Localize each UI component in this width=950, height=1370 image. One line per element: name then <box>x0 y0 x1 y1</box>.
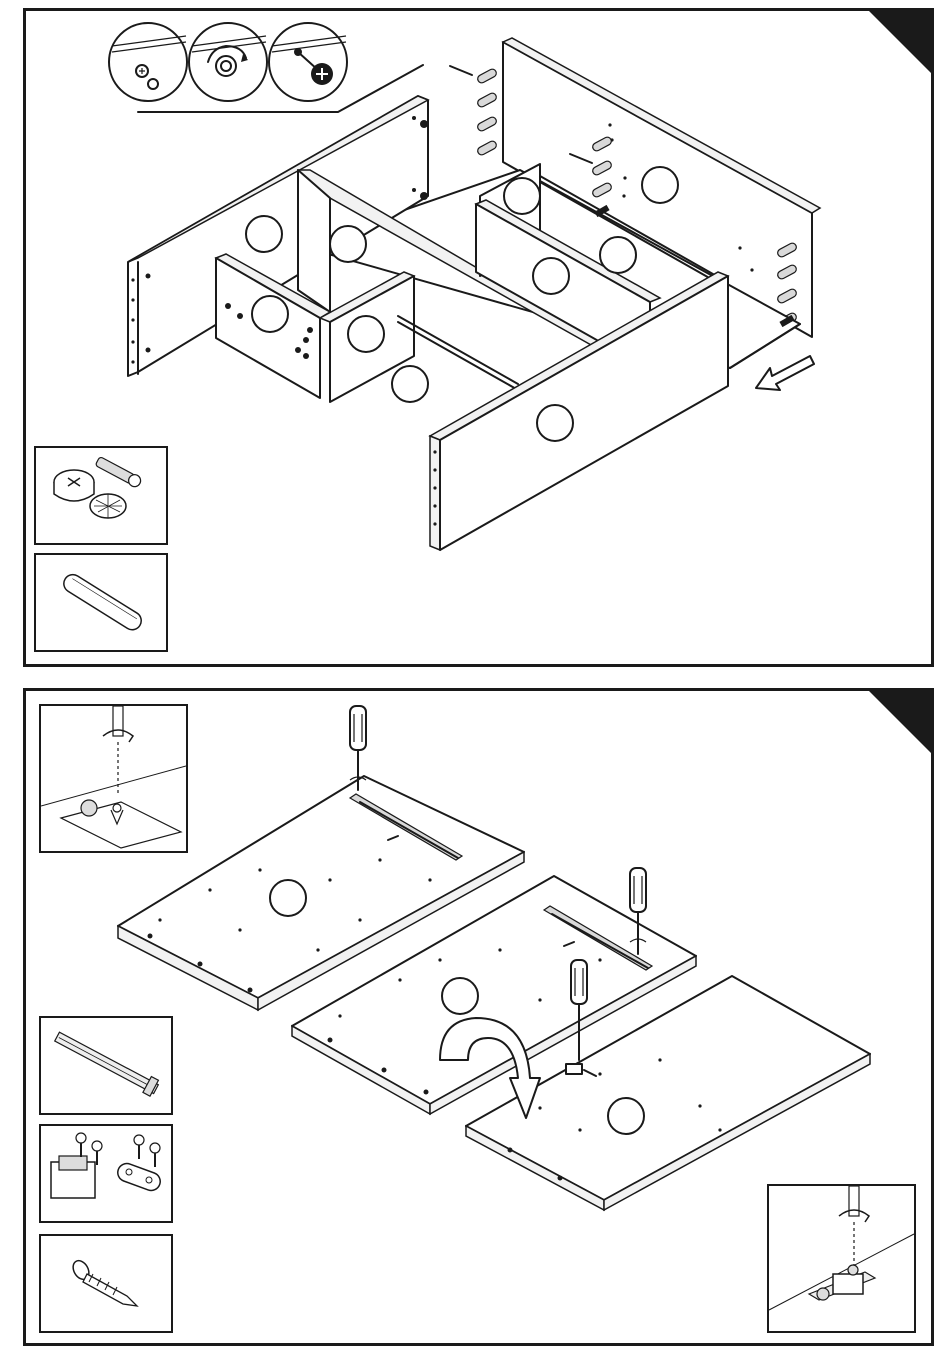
screw-icon <box>41 1236 171 1331</box>
part-badge <box>246 216 282 252</box>
cam-lock-insert-detail <box>109 23 187 101</box>
cam-lock-fitting-set <box>34 446 168 545</box>
part-badge <box>330 226 366 262</box>
magnet-catch-screw-detail <box>767 1184 916 1333</box>
screw-rotate-detail <box>41 706 186 851</box>
part-badge <box>642 167 678 203</box>
cam-lock-bolt-detail <box>269 23 347 101</box>
step-2-corner-tab <box>869 691 931 753</box>
dowel-icon <box>36 555 166 650</box>
wooden-dowel <box>34 553 168 652</box>
cam-lock-icon <box>36 448 166 543</box>
part-badge <box>348 316 384 352</box>
magnet-catch-icon <box>41 1126 171 1221</box>
magnet-catch-with-screws <box>39 1124 173 1223</box>
part-badge <box>600 237 636 273</box>
part-badge <box>252 296 288 332</box>
drawer-runner-screw-detail <box>39 704 188 853</box>
part-badge <box>533 258 569 294</box>
part-badge <box>504 178 540 214</box>
screw <box>39 1234 173 1333</box>
runner-icon <box>41 1018 171 1113</box>
part-badge <box>537 405 573 441</box>
drawer-runner <box>39 1016 173 1115</box>
cam-lock-turn-detail <box>189 23 267 101</box>
screw-rotate-detail <box>769 1186 914 1331</box>
slide-in-bottom-panel-arrow <box>756 356 814 390</box>
part-badge <box>392 366 428 402</box>
